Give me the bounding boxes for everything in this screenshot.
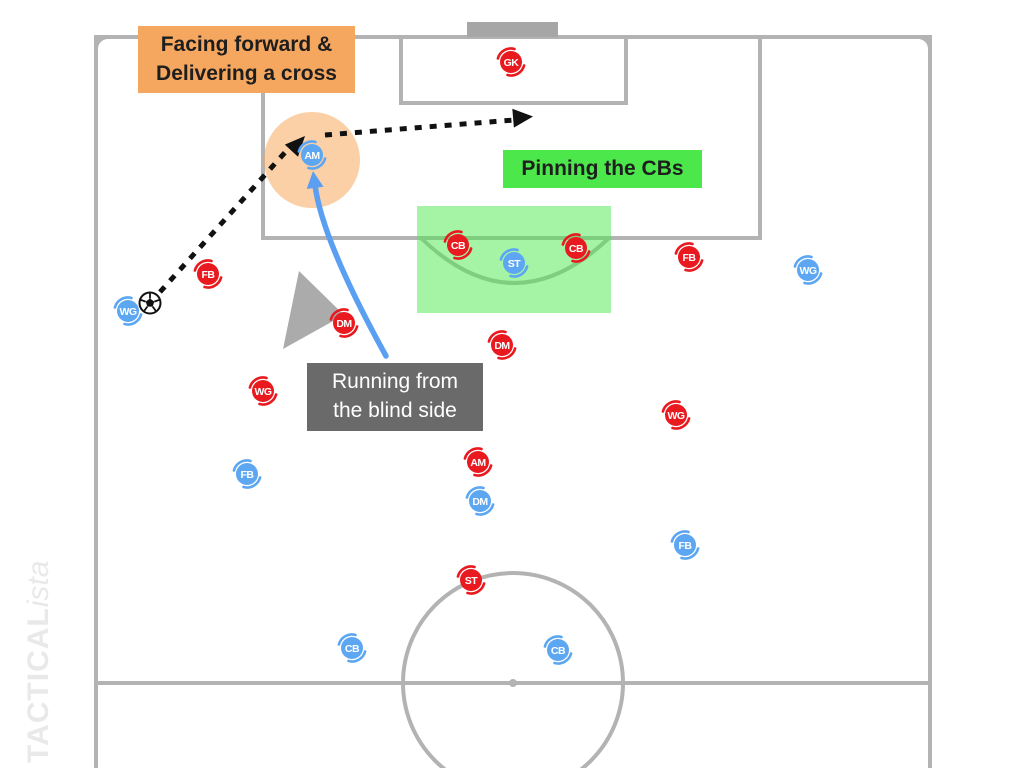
player-token-blue-am[interactable]: AM	[295, 138, 329, 172]
svg-text:CB: CB	[551, 645, 566, 657]
svg-text:DM: DM	[472, 496, 488, 508]
svg-text:ST: ST	[465, 575, 479, 587]
player-token-blue-wg[interactable]: WG	[111, 294, 145, 328]
pass-arrow[interactable]	[158, 136, 305, 294]
player-token-red-fb[interactable]: FB	[672, 240, 706, 274]
six-yard-box	[399, 37, 628, 105]
cross-arrow-line[interactable]	[324, 117, 515, 138]
player-token-red-wg[interactable]: WG	[246, 374, 280, 408]
watermark-bold: TACTICAL	[22, 607, 55, 763]
cross-arrow[interactable]	[324, 108, 533, 138]
svg-text:AM: AM	[304, 150, 320, 162]
player-token-blue-fb[interactable]: FB	[230, 457, 264, 491]
svg-text:ST: ST	[508, 258, 522, 270]
annotation-blindside-label-line1: Running from	[331, 370, 459, 394]
pitch-boundary	[94, 35, 932, 768]
pass-arrow-line[interactable]	[158, 146, 291, 294]
player-token-red-am[interactable]: AM	[461, 445, 495, 479]
svg-text:FB: FB	[202, 269, 216, 281]
annotation-cross-label-line1: Facing forward &	[160, 32, 333, 56]
cone-shape[interactable]	[283, 271, 344, 349]
annotation-pinning-label-text: Pinning the CBs	[521, 156, 684, 180]
player-token-blue-st[interactable]: ST	[497, 246, 531, 280]
run-arrow-head	[306, 171, 324, 189]
player-token-blue-fb[interactable]: FB	[668, 528, 702, 562]
watermark-italic: ista	[22, 560, 55, 608]
run-arrow[interactable]	[306, 171, 389, 359]
center-circle	[401, 571, 625, 768]
svg-text:CB: CB	[345, 643, 360, 655]
center-spot	[509, 679, 517, 687]
annotation-cross-label[interactable]: Facing forward & Delivering a cross	[138, 26, 355, 93]
player-token-red-cb[interactable]: CB	[441, 228, 475, 262]
cross-arrow-head	[512, 108, 533, 128]
annotation-blindside-label-line2: the blind side	[333, 399, 457, 422]
annotation-pinning-label[interactable]: Pinning the CBs	[503, 150, 702, 188]
player-token-blue-cb[interactable]: CB	[335, 631, 369, 665]
watermark: TACTICALista	[22, 561, 56, 763]
annotation-blindside-label[interactable]: Running from the blind side	[307, 363, 483, 431]
player-token-red-fb[interactable]: FB	[191, 257, 225, 291]
svg-text:AM: AM	[470, 457, 486, 469]
svg-text:CB: CB	[451, 240, 466, 252]
player-token-red-wg[interactable]: WG	[659, 398, 693, 432]
player-token-red-cb[interactable]: CB	[559, 231, 593, 265]
run-arrow-line[interactable]	[312, 182, 389, 359]
svg-text:FB: FB	[679, 540, 693, 552]
svg-text:DM: DM	[494, 340, 510, 352]
player-token-blue-wg[interactable]: WG	[791, 253, 825, 287]
ball-icon[interactable]	[137, 290, 163, 316]
player-token-red-st[interactable]: ST	[454, 563, 488, 597]
corner-arc-left	[94, 35, 109, 50]
svg-text:WG: WG	[119, 306, 136, 318]
svg-text:FB: FB	[683, 252, 697, 264]
svg-text:WG: WG	[254, 386, 271, 398]
goal	[467, 22, 558, 37]
svg-text:FB: FB	[241, 469, 255, 481]
svg-text:WG: WG	[799, 265, 816, 277]
svg-text:CB: CB	[569, 243, 584, 255]
annotation-cross-label-line2: Delivering a cross	[156, 61, 337, 85]
player-token-red-gk[interactable]: GK	[494, 45, 528, 79]
svg-text:GK: GK	[504, 57, 520, 69]
pitch-lines	[94, 35, 932, 768]
svg-text:DM: DM	[336, 318, 352, 330]
pass-arrow-head	[284, 136, 305, 157]
svg-text:WG: WG	[667, 410, 684, 422]
corner-arc-right	[917, 35, 932, 50]
player-token-blue-cb[interactable]: CB	[541, 633, 575, 667]
player-token-blue-dm[interactable]: DM	[463, 484, 497, 518]
player-token-red-dm[interactable]: DM	[327, 306, 361, 340]
player-token-red-dm[interactable]: DM	[485, 328, 519, 362]
